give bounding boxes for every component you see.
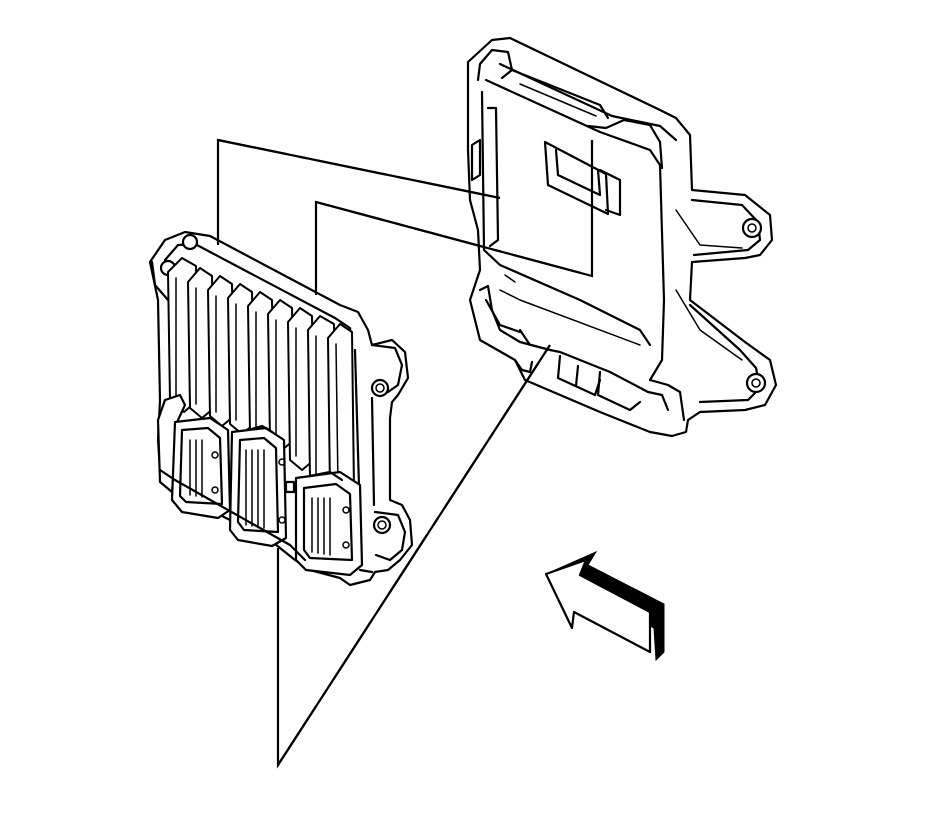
connector-1 xyxy=(156,393,232,520)
connector-2 xyxy=(228,424,288,548)
connector-3 xyxy=(284,470,364,577)
cooling-fins xyxy=(167,257,355,501)
direction-arrow-icon xyxy=(544,550,665,662)
mounting-bracket xyxy=(466,36,778,438)
alignment-lines xyxy=(216,138,594,769)
control-module xyxy=(148,230,414,587)
